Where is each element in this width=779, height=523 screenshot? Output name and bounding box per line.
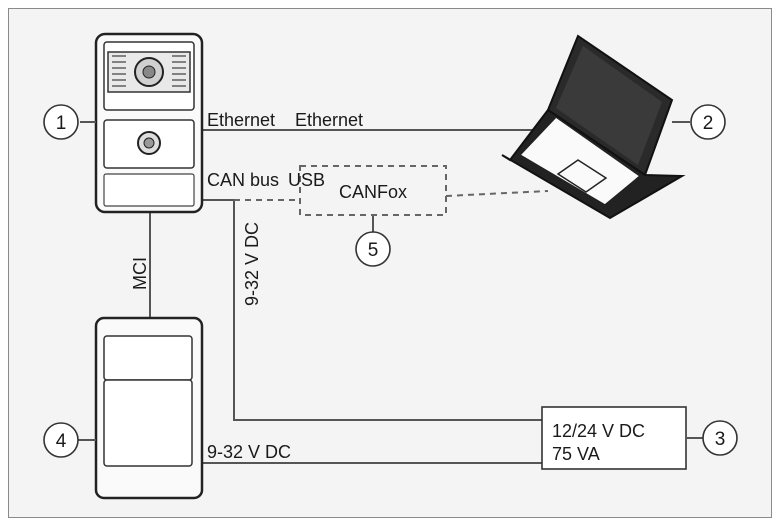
callout-4-circle — [43, 422, 79, 458]
power-supply-rating: 75 VA — [552, 444, 600, 464]
canfox-adapter — [299, 165, 447, 216]
usb-link — [445, 190, 549, 197]
callout-3-circle — [702, 420, 738, 456]
mci-label: MCI — [130, 257, 150, 290]
power-label-vertical: 9-32 V DC — [242, 222, 262, 306]
laptop-device — [501, 34, 686, 220]
canfox-label: CANFox — [339, 182, 407, 202]
callout-5-number: 5 — [368, 240, 379, 261]
power-supply-voltage: 12/24 V DC — [552, 421, 645, 441]
callout-4-number: 4 — [56, 431, 67, 452]
power-supply — [541, 406, 687, 470]
ethernet-label-left: Ethernet — [207, 110, 275, 130]
can-bus-label: CAN bus — [207, 170, 279, 190]
callout-5-circle — [355, 231, 391, 267]
ethernet-label-right: Ethernet — [295, 110, 363, 130]
callout-2-number: 2 — [703, 113, 714, 134]
callout-3-number: 3 — [715, 429, 726, 450]
mci-module-device — [94, 316, 204, 500]
callout-1-number: 1 — [56, 113, 67, 134]
callout-2-circle — [690, 104, 726, 140]
callout-1-circle — [43, 104, 79, 140]
power-label-horizontal: 9-32 V DC — [207, 442, 291, 462]
usb-label: USB — [288, 170, 325, 190]
power-cable-camera — [200, 199, 542, 421]
camera-device — [94, 32, 204, 214]
